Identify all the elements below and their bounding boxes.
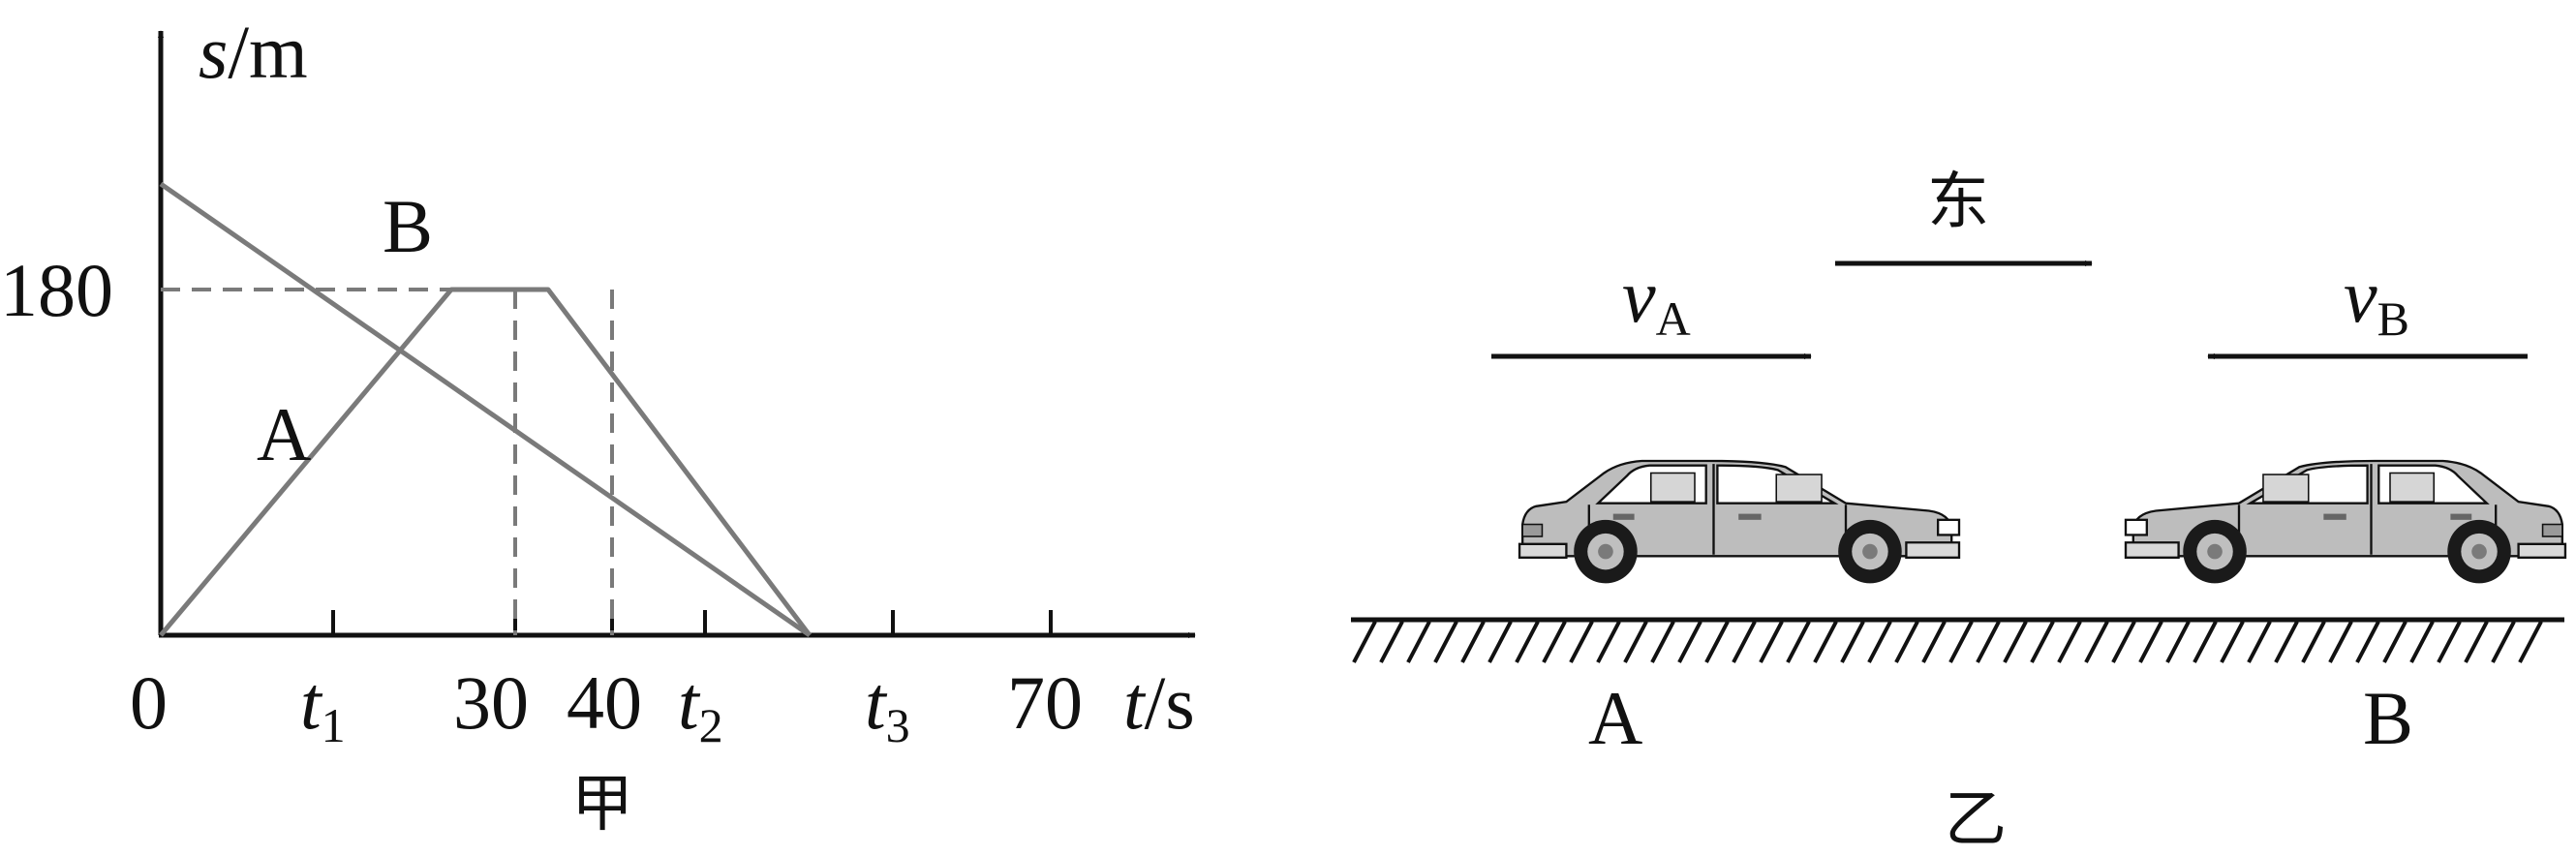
hatch-mark: [2328, 621, 2353, 663]
hatch-mark: [1813, 621, 1838, 663]
hatch-mark: [2084, 621, 2109, 663]
hatch-mark: [2193, 621, 2218, 663]
graph-jia: s/m t/s 180 0 t1 30 40 t2 t3 70 B A 甲: [0, 10, 1196, 841]
scene-yi: 东 vA vB A B 乙: [1351, 167, 2567, 856]
series-line-a: [159, 287, 812, 637]
hatch-mark: [2355, 621, 2380, 663]
x-tick-label-2: 40: [567, 660, 642, 745]
hatch-mark: [1759, 621, 1784, 663]
hatch-mark: [2138, 621, 2163, 663]
hatch-mark: [2301, 621, 2326, 663]
x-ticks: t1 30 40 t2 t3 70: [300, 610, 1083, 752]
x-tick-label-5: 70: [1007, 660, 1083, 745]
hatch-mark: [2274, 621, 2299, 663]
hatch-mark: [2247, 621, 2272, 663]
car-b-icon: [2124, 459, 2567, 585]
hatch-mark: [1596, 621, 1621, 663]
hatch-mark: [2165, 621, 2191, 663]
y-axis-label: s/m: [199, 10, 308, 94]
x-tick-label-0: t1: [300, 660, 346, 752]
x-tick-label-1: 30: [453, 660, 529, 745]
hatch-mark: [1542, 621, 1567, 663]
hatch-mark: [2030, 621, 2055, 663]
hatch-mark: [1433, 621, 1458, 663]
direction-label: 东: [1927, 167, 1989, 238]
series-line-b: [159, 181, 812, 638]
hatch-mark: [2057, 621, 2082, 663]
x-axis-label: t/s: [1123, 660, 1195, 745]
x-tick-label-3: t2: [678, 660, 723, 752]
hatch-mark: [1650, 621, 1675, 663]
series-layer: [159, 181, 812, 638]
x-tick-label-4: t3: [865, 660, 910, 752]
hatch-mark: [1406, 621, 1431, 663]
hatch-mark: [2003, 621, 2028, 663]
velocity-b-label: vB: [2344, 254, 2409, 346]
hatch-mark: [1352, 621, 1377, 663]
line-label-b: B: [383, 184, 433, 268]
caption-jia: 甲: [571, 769, 633, 841]
hatch-mark: [1732, 621, 1757, 663]
hatch-mark: [2220, 621, 2245, 663]
hatch-mark: [1677, 621, 1702, 663]
car-a-icon: [1518, 459, 1961, 585]
caption-yi: 乙: [1945, 784, 2007, 856]
hatch-mark: [2518, 621, 2543, 663]
origin-label: 0: [130, 660, 168, 745]
hatch-mark: [1379, 621, 1404, 663]
car-a-label: A: [1588, 676, 1642, 760]
hatch-mark: [1948, 621, 1974, 663]
car-b-label: B: [2363, 676, 2413, 760]
hatch-mark: [1894, 621, 1919, 663]
hatch-mark: [2382, 621, 2407, 663]
hatch-mark: [1867, 621, 1892, 663]
hatch-mark: [2111, 621, 2136, 663]
y-tick-label-180: 180: [0, 248, 113, 332]
hatch-mark: [1569, 621, 1594, 663]
hatch-mark: [1487, 621, 1513, 663]
hatch-mark: [2464, 621, 2489, 663]
hatch-mark: [1921, 621, 1947, 663]
hatch-mark: [1623, 621, 1648, 663]
hatch-mark: [1704, 621, 1730, 663]
velocity-a-label: vA: [1622, 254, 1691, 346]
hatch-mark: [2491, 621, 2516, 663]
hatch-mark: [1976, 621, 2001, 663]
hatch-mark: [1786, 621, 1811, 663]
hatch-mark: [1460, 621, 1486, 663]
hatch-mark: [1515, 621, 1540, 663]
hatch-mark: [2437, 621, 2462, 663]
hatch-mark: [2409, 621, 2435, 663]
hatch-mark: [1840, 621, 1865, 663]
line-label-a: A: [257, 392, 311, 476]
ground-hatching: [1352, 621, 2543, 663]
